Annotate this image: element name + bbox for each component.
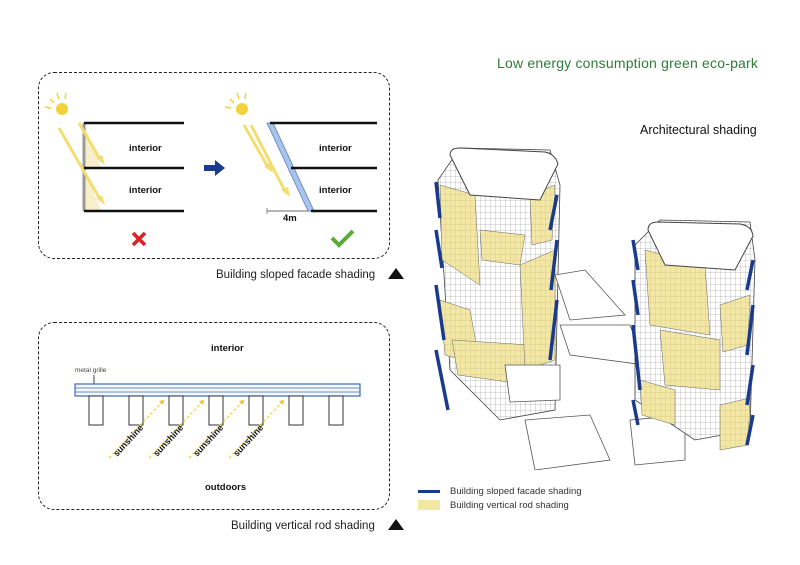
legend-item: Building vertical rod shading (418, 498, 582, 512)
vertical-rod (168, 395, 184, 426)
triangle-icon (388, 268, 405, 279)
building-illustration (434, 147, 756, 470)
sloped-facade-panel: interior interior interior (38, 72, 390, 259)
sunshine-label: sunshine (111, 423, 145, 459)
arrowhead-icon (199, 400, 204, 405)
metal-grille (74, 383, 361, 397)
vertical-rod (208, 395, 224, 426)
sunshine-label: sunshine (231, 423, 265, 459)
vertical-rod (88, 395, 104, 426)
vertical-rod (128, 395, 144, 426)
legend-item: Building sloped facade shading (418, 484, 582, 498)
sun-icon (224, 92, 248, 115)
sunshine-ray (108, 399, 165, 459)
interior-label: interior (211, 343, 244, 354)
vertical-rod (288, 395, 304, 426)
legend-swatch-line (418, 489, 440, 493)
sunshine-ray (228, 399, 285, 459)
legend-label: Building sloped facade shading (450, 485, 582, 497)
cross-icon (131, 231, 147, 247)
podium (504, 269, 686, 470)
legend-swatch-fill (418, 500, 440, 510)
dimension-label: 4m (283, 213, 297, 224)
interior-label: interior (129, 185, 162, 196)
sloped-facade-diagram: interior interior interior (44, 92, 377, 248)
interior-label: interior (319, 185, 352, 196)
arrowhead-icon (279, 400, 284, 405)
arrowhead-icon (159, 400, 164, 405)
check-icon (330, 229, 355, 248)
sun-icon (44, 92, 68, 115)
legend-label: Building vertical rod shading (450, 499, 569, 511)
section-subtitle: Architectural shading (640, 123, 757, 137)
legend: Building sloped facade shading Building … (418, 484, 582, 512)
sun-ray (242, 124, 288, 194)
interior-label: interior (129, 143, 162, 154)
sunshine-label: sunshine (151, 423, 185, 459)
caption-text: Building vertical rod shading (231, 520, 375, 532)
vertical-rod (248, 395, 264, 426)
sunshine-label: sunshine (191, 423, 225, 459)
sloped-facade-caption: Building sloped facade shading (216, 268, 405, 281)
outdoors-label: outdoors (205, 482, 246, 493)
arrowhead-icon (239, 400, 244, 405)
caption-text: Building sloped facade shading (216, 269, 376, 281)
triangle-icon (388, 519, 405, 530)
arrow-right-icon (204, 160, 225, 176)
interior-label: interior (319, 143, 352, 154)
page-title: Low energy consumption green eco-park (497, 55, 759, 71)
vertical-rod-caption: Building vertical rod shading (231, 519, 405, 532)
sunshine-ray (188, 399, 245, 459)
sunshine-ray (148, 399, 205, 459)
sun-ray (57, 122, 103, 202)
right-tower (631, 219, 756, 451)
vertical-rod (328, 395, 344, 426)
metal-grille-label: metal grille (75, 367, 107, 374)
